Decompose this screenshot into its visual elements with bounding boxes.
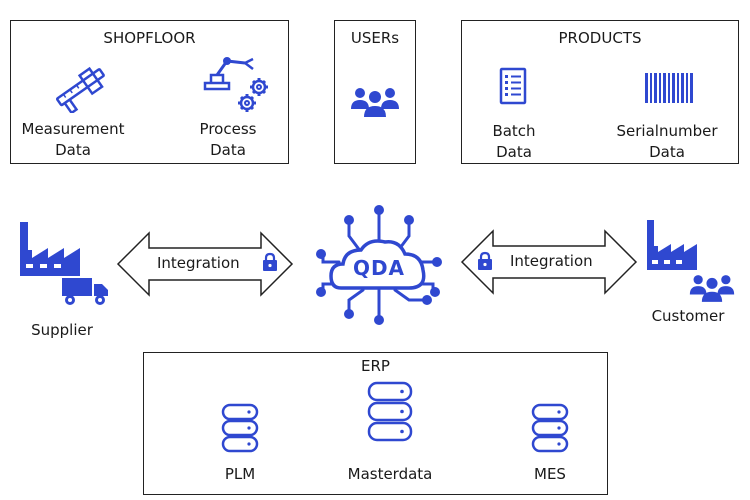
masterdata-database-icon [367,381,413,442]
mes-label: MES [534,465,566,483]
barcode-icon [645,73,693,103]
qda-label: QDA [352,256,406,280]
measurement-data-label: Measurement Data [21,120,125,159]
left-integration-arrow [116,231,294,297]
caliper-icon [55,66,105,113]
erp-title: ERP [361,357,390,375]
serialnumber-data-label: Serialnumber Data [616,122,718,161]
users-box: USERs [334,20,416,164]
shopfloor-title: SHOPFLOOR [103,29,196,47]
qda-cloud-hub-icon [316,205,442,325]
supplier-factory-icon [20,222,80,276]
mes-database-icon [531,403,569,453]
masterdata-label: Masterdata [347,465,433,483]
supplier-label: Supplier [31,321,93,339]
left-lock-icon [263,252,277,271]
right-integration-label: Integration [510,252,593,270]
users-title: USERs [350,29,400,47]
batch-data-label: Batch Data [492,122,536,161]
customer-label: Customer [651,307,725,325]
plm-database-icon [221,403,259,453]
plm-label: PLM [224,465,256,483]
truck-icon [62,278,108,305]
right-lock-icon [478,251,492,270]
checklist-icon [499,67,527,105]
products-box: PRODUCTS Batch Data Serialnumber Data [461,20,739,164]
customer-users-icon [689,275,735,302]
process-data-label: Process Data [199,120,257,159]
products-title: PRODUCTS [558,29,642,47]
right-integration-arrow [460,229,638,295]
erp-box: ERP PLM Masterdata MES [143,352,608,495]
shopfloor-box: SHOPFLOOR [10,20,289,164]
robot-arm-gears-icon [203,57,268,112]
users-group-icon [351,88,399,117]
customer-factory-icon [647,220,697,270]
left-integration-label: Integration [157,254,240,272]
